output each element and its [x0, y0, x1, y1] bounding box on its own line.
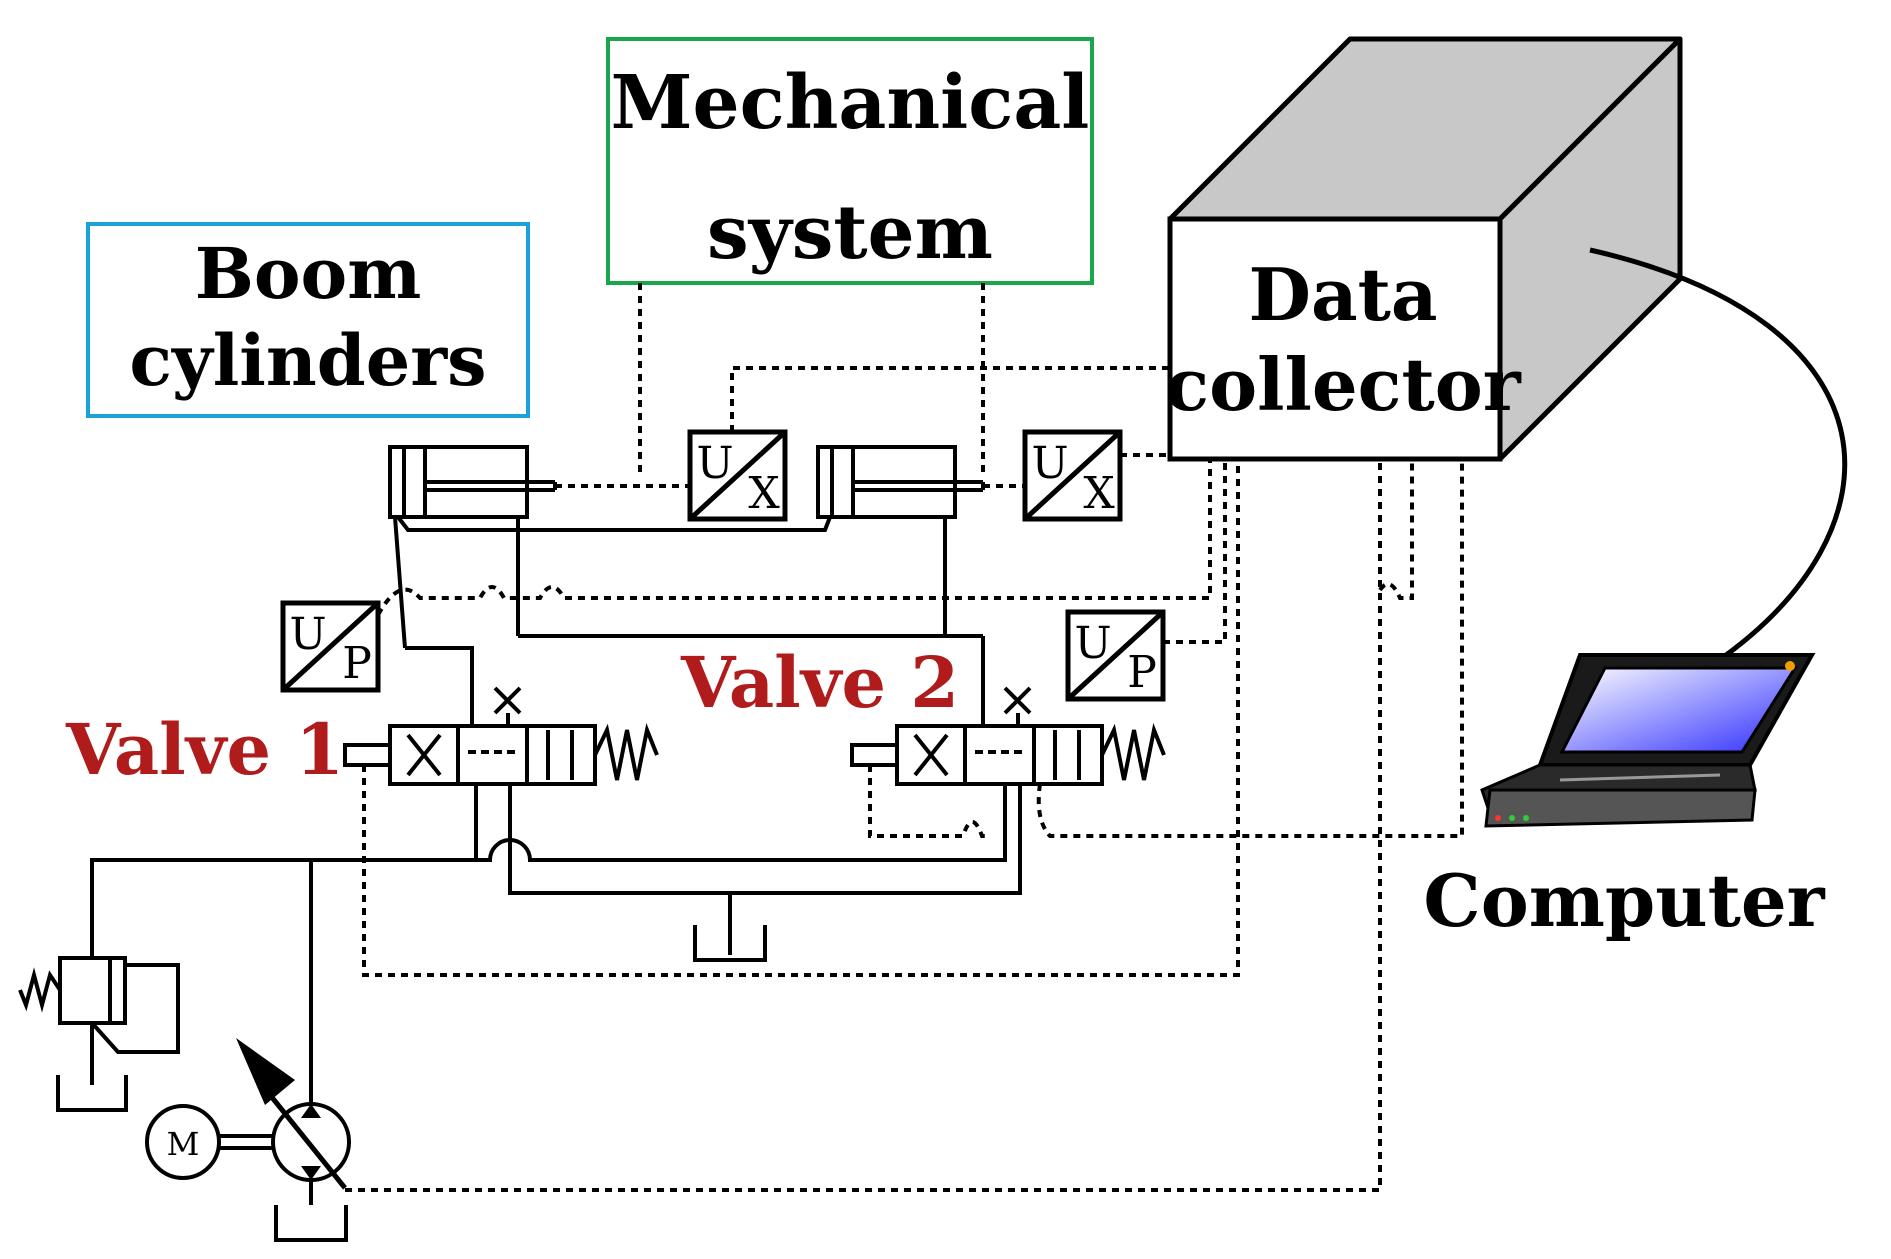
mechanical-label-line2: system: [707, 190, 993, 276]
pump-arrow-down: [301, 1166, 321, 1180]
up1-main: U: [289, 609, 326, 660]
valve-2-label: Valve 2: [680, 641, 959, 724]
cylinder-1: [388, 445, 557, 519]
valve-1: [343, 686, 659, 786]
boom-cylinders-box: [86, 222, 530, 418]
tank-pump: [274, 1205, 348, 1242]
mechanical-label-line1: Mechanical: [611, 60, 1090, 146]
cylinder-2: [816, 445, 985, 519]
pressure-sensor-2: [1065, 609, 1166, 702]
ux2-main: U: [1031, 438, 1068, 489]
ux1-sub: X: [748, 468, 780, 519]
pump-variable-arrow-line: [260, 1083, 347, 1190]
boom-label-line2: cylinders: [129, 319, 486, 402]
displacement-sensor-2: [1022, 429, 1123, 522]
up1-sub: P: [342, 638, 372, 689]
mechanical-system-box: [606, 37, 1094, 285]
computer-label: Computer: [1423, 858, 1825, 943]
laptop-icon: [1480, 653, 1816, 828]
up2-main: U: [1074, 618, 1111, 669]
motor-icon: [145, 1104, 221, 1180]
computer-cable: [1589, 247, 1848, 668]
collector-label-line1: Data: [1249, 252, 1438, 337]
signal-lines: [345, 283, 1464, 1192]
boom-label-line1: Boom: [195, 232, 422, 315]
collector-label-line2: collector: [1165, 342, 1521, 427]
pump-variable-arrow-head: [236, 1038, 295, 1105]
tank-valves: [693, 925, 767, 962]
up2-sub: P: [1127, 647, 1157, 698]
displacement-sensor-1: [687, 429, 788, 522]
ux2-sub: X: [1083, 468, 1115, 519]
valve-2: [850, 686, 1166, 786]
collector-front-face: [1167, 216, 1503, 462]
hydraulic-lines: [90, 515, 1022, 1110]
valve-1-label: Valve 1: [65, 708, 344, 791]
pressure-sensor-1: [280, 600, 381, 693]
pump-arrow-up: [301, 1104, 321, 1118]
ux1-main: U: [696, 438, 733, 489]
relief-valve: [18, 956, 180, 1112]
motor-label: M: [167, 1125, 200, 1163]
